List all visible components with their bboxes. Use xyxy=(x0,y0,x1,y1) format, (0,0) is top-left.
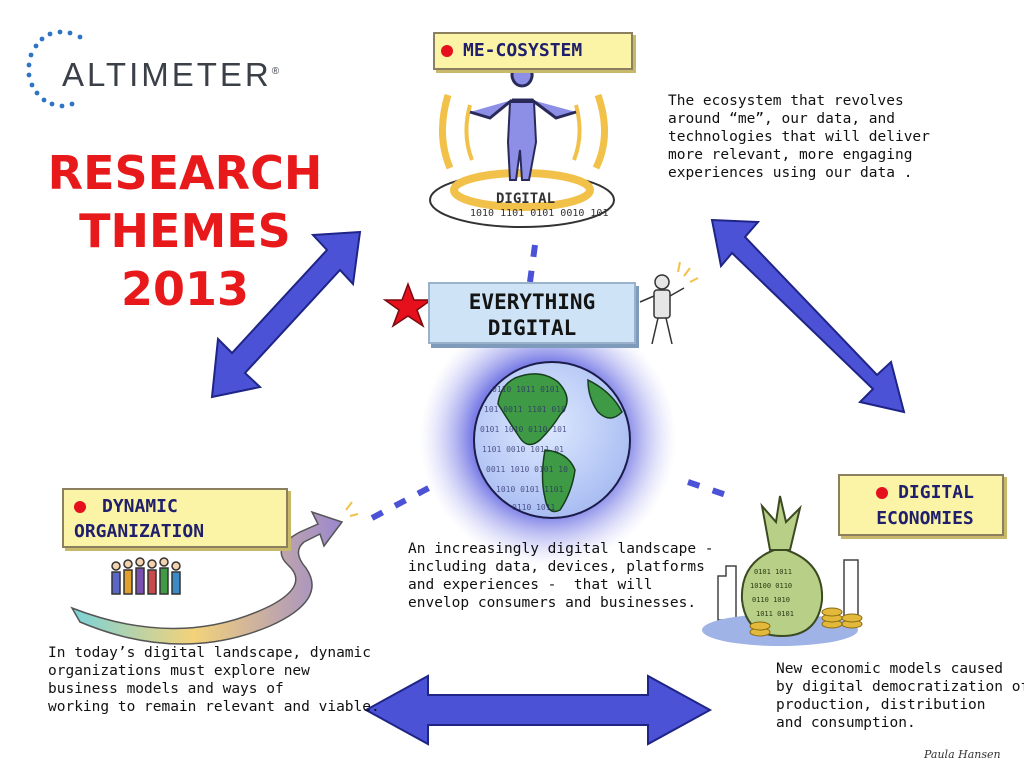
everything-digital-line-1: EVERYTHING xyxy=(468,290,596,314)
star-icon xyxy=(382,281,434,328)
arrow-right-diagonal xyxy=(710,218,906,414)
svg-text:0101 1010 0110 101: 0101 1010 0110 101 xyxy=(480,425,567,434)
registered-mark: ® xyxy=(271,66,280,77)
title-line-1: RESEARCH xyxy=(47,146,323,200)
bullet-dot-icon xyxy=(876,487,889,499)
svg-text:1010 0101 1101: 1010 0101 1101 xyxy=(496,485,564,494)
everything-digital-description: An increasingly digital landscape - incl… xyxy=(408,541,714,611)
svg-text:0110 1010: 0110 1010 xyxy=(752,596,790,604)
altimeter-logo: ALTIMETER® xyxy=(62,56,279,94)
dashed-connectors xyxy=(370,244,736,521)
globe-illustration: 0110 1011 0101 101 0011 1101 010 0101 101… xyxy=(420,310,676,566)
digital-economies-line-2: ECONOMIES xyxy=(876,508,974,529)
me-cosystem-label-text: ME-COSYSTEM xyxy=(463,40,583,61)
cycle-arrows xyxy=(210,218,906,746)
title-line-2: THEMES xyxy=(79,204,291,258)
svg-text:0110 1011 0101: 0110 1011 0101 xyxy=(492,385,560,394)
dynamic-organization-line-1: DYNAMIC xyxy=(102,496,178,517)
svg-text:10100 0110: 10100 0110 xyxy=(750,582,792,590)
digital-economies-label: DIGITAL ECONOMIES xyxy=(838,474,1004,536)
everything-digital-label: EVERYTHING DIGITAL xyxy=(428,282,636,344)
bullet-dot-icon xyxy=(441,45,453,57)
me-cosystem-description: The ecosystem that revolves around “me”,… xyxy=(668,93,930,181)
svg-text:1011 0101: 1011 0101 xyxy=(756,610,794,618)
title-line-3: 2013 xyxy=(120,262,250,316)
svg-text:0101 1011: 0101 1011 xyxy=(754,568,792,576)
svg-text:0011 1010 0101 10: 0011 1010 0101 10 xyxy=(486,465,568,474)
platform-binary: 1010 1101 0101 0010 101 xyxy=(470,208,608,219)
dynamic-organization-illustration xyxy=(70,501,359,645)
digital-economies-line-1: DIGITAL xyxy=(898,482,974,503)
me-cosystem-label: ME-COSYSTEM xyxy=(433,32,633,70)
digital-economies-illustration: 0101 1011 10100 0110 0110 1010 1011 0101 xyxy=(702,495,863,646)
altimeter-logo-icon xyxy=(26,29,83,109)
digital-economies-description: New economic models caused by digital de… xyxy=(776,661,1024,731)
artist-signature: Paula Hansen xyxy=(924,748,1001,761)
brand-name: ALTIMETER xyxy=(62,56,272,93)
arrow-bottom-horizontal xyxy=(363,674,713,746)
svg-text:101 0011 1101 010: 101 0011 1101 010 xyxy=(484,405,566,414)
me-cosystem-illustration: 1010 1101 0101 0010 101 DIGITAL xyxy=(429,62,615,228)
everything-digital-line-2: DIGITAL xyxy=(487,316,577,340)
dynamic-organization-label: DYNAMIC ORGANIZATION xyxy=(62,488,288,548)
svg-text:0110 1011: 0110 1011 xyxy=(512,503,556,512)
digital-platform-word: DIGITAL xyxy=(496,191,555,207)
dynamic-organization-line-2: ORGANIZATION xyxy=(74,521,205,542)
digital-person-illustration xyxy=(639,261,699,345)
arrow-left-diagonal xyxy=(210,230,362,399)
svg-text:1101 0010 1011 01: 1101 0010 1011 01 xyxy=(482,445,564,454)
dynamic-organization-description: In today’s digital landscape, dynamic or… xyxy=(48,645,380,715)
bullet-dot-icon xyxy=(74,501,86,513)
